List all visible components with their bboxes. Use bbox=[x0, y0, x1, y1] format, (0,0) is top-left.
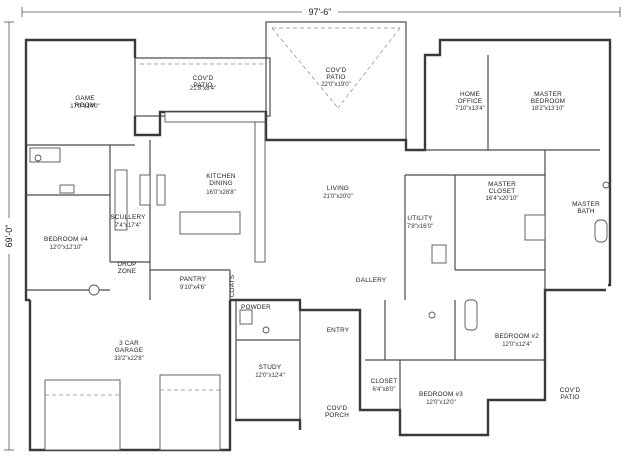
width-dimension-line: 97'-6" bbox=[21, 5, 621, 17]
room-coats: COATS bbox=[229, 275, 236, 298]
room-garage-size: 33'2"x22'8" bbox=[114, 356, 144, 362]
room-kitchen-dining-size: 16'0"x28'8" bbox=[206, 190, 236, 196]
room-bedroom-2-name: BEDROOM #2 bbox=[495, 333, 539, 340]
room-utility-name: UTILITY bbox=[407, 215, 433, 222]
room-bedroom-4-size: 12'0"x12'10" bbox=[50, 245, 83, 251]
room-entry: ENTRY bbox=[327, 327, 350, 334]
room-closet: CLOSET 6'4"x8'0" bbox=[371, 378, 398, 393]
bath-fixtures bbox=[29, 147, 610, 334]
room-scullery-size: 7'4"x17'4" bbox=[115, 223, 141, 229]
room-closet-name: CLOSET bbox=[371, 378, 398, 385]
room-bedroom-2: BEDROOM #2 12'0"x12'4" bbox=[495, 333, 539, 348]
room-living: LIVING 21'0"x20'0" bbox=[323, 185, 353, 200]
depth-dimension-label: 69'-0" bbox=[4, 225, 14, 248]
room-game-room-size: 17'0"x14'0" bbox=[70, 104, 100, 110]
room-gallery-name: GALLERY bbox=[356, 277, 387, 284]
room-bedroom-4-name: BEDROOM #4 bbox=[44, 236, 88, 243]
room-pantry-name: PANTRY bbox=[180, 276, 207, 283]
room-home-office-size: 7'10"x13'4" bbox=[455, 106, 485, 112]
room-living-name: LIVING bbox=[327, 185, 349, 192]
room-entry-name: ENTRY bbox=[327, 327, 350, 334]
room-coats-name: COATS bbox=[229, 275, 236, 298]
room-study-size: 12'0"x12'4" bbox=[255, 373, 285, 379]
room-master-bedroom-size: 18'2"x13'10" bbox=[532, 106, 565, 112]
kitchen-cabinetry bbox=[114, 111, 266, 263]
room-living-size: 21'0"x20'0" bbox=[323, 194, 353, 200]
interior-walls bbox=[26, 55, 600, 420]
garage-doors bbox=[44, 374, 221, 451]
room-powder-name: POWDER bbox=[241, 304, 271, 311]
room-pantry-size: 9'10"x4'6" bbox=[180, 285, 206, 291]
room-covd-patio-2-size: 22'0"x19'0" bbox=[321, 82, 351, 88]
room-bedroom-2-size: 12'0"x12'4" bbox=[502, 342, 532, 348]
room-powder: POWDER bbox=[241, 304, 271, 311]
room-bedroom-3-name: BEDROOM #3 bbox=[419, 391, 463, 398]
room-bedroom-3-size: 12'0"x12'0" bbox=[426, 400, 456, 406]
width-dimension-label: 97'-6" bbox=[309, 7, 332, 17]
room-scullery: SCULLERY 7'4"x17'4" bbox=[110, 214, 146, 229]
room-utility-size: 7'8"x16'0" bbox=[407, 224, 433, 230]
room-covd-patio-1-size: 21'8"x8'4" bbox=[190, 86, 216, 92]
depth-dimension-line: 69'-0" bbox=[2, 21, 16, 451]
room-pantry: PANTRY 9'10"x4'6" bbox=[180, 276, 207, 291]
room-closet-size: 6'4"x8'0" bbox=[373, 387, 396, 393]
room-bedroom-3: BEDROOM #3 12'0"x12'0" bbox=[419, 391, 463, 406]
room-gallery: GALLERY bbox=[356, 277, 387, 284]
room-master-closet-size: 16'4"x20'10" bbox=[486, 196, 519, 202]
room-scullery-name: SCULLERY bbox=[110, 214, 146, 221]
room-utility: UTILITY 7'8"x16'0" bbox=[407, 215, 433, 230]
room-study: STUDY 12'0"x12'4" bbox=[255, 364, 285, 379]
room-study-name: STUDY bbox=[259, 364, 282, 371]
room-bedroom-4: BEDROOM #4 12'0"x12'10" bbox=[44, 236, 88, 251]
